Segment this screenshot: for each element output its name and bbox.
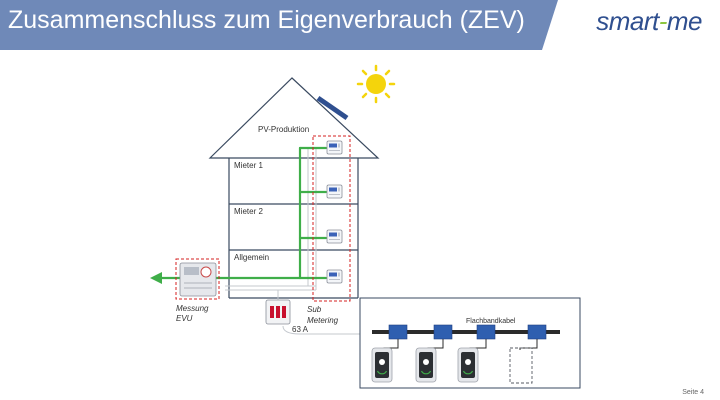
utility-meter (179, 262, 217, 297)
submeter-mieter-2 (326, 229, 343, 244)
meter-label-line1: Messung (176, 304, 209, 313)
floor-label-2: Mieter 2 (234, 207, 263, 216)
brand-part-dash: - (658, 6, 668, 36)
ev-charger-3 (457, 347, 479, 383)
brand-part-me: me (666, 6, 703, 36)
ev-charger-placeholder (509, 347, 533, 384)
submeter-label-line1: Sub (307, 305, 322, 314)
fuse-breaker-icon (265, 299, 291, 325)
house (208, 77, 380, 299)
grey-wiring (225, 148, 362, 335)
fuse-label: 63 A (292, 325, 309, 334)
utility-meter-dashed-box (175, 258, 220, 300)
page-title: Zusammenschluss zum Eigenverbrauch (ZEV) (8, 6, 525, 34)
brand-logo: smart-me (596, 6, 702, 37)
title-band: Zusammenschluss zum Eigenverbrauch (ZEV) (0, 0, 560, 50)
cable-connector-3 (476, 324, 496, 340)
solar-panel (316, 95, 349, 121)
brand-part-smart: smart (596, 6, 659, 36)
cable-connector-2 (433, 324, 453, 340)
grid-export-arrow (150, 272, 162, 284)
page-number: Seite 4 (682, 389, 704, 396)
cable-connector-1 (388, 324, 408, 340)
floor-label-3: Allgemein (234, 253, 269, 262)
submeter-allgemein (326, 269, 343, 284)
sun-icon (356, 64, 396, 104)
floor-label-1: Mieter 1 (234, 161, 263, 170)
submeter-pv (326, 140, 343, 155)
cable-label: Flachbandkabel (466, 318, 516, 325)
submeter-mieter-1 (326, 184, 343, 199)
ev-charger-2 (415, 347, 437, 383)
title-band-shape (0, 0, 558, 50)
cable-connector-4 (527, 324, 547, 340)
ev-charger-1 (371, 347, 393, 383)
submeter-dashed-box (312, 135, 351, 302)
submeter-label-line2: Metering (307, 316, 339, 325)
meter-label-line2: EVU (176, 314, 193, 323)
roof-label: PV-Produktion (258, 125, 309, 134)
